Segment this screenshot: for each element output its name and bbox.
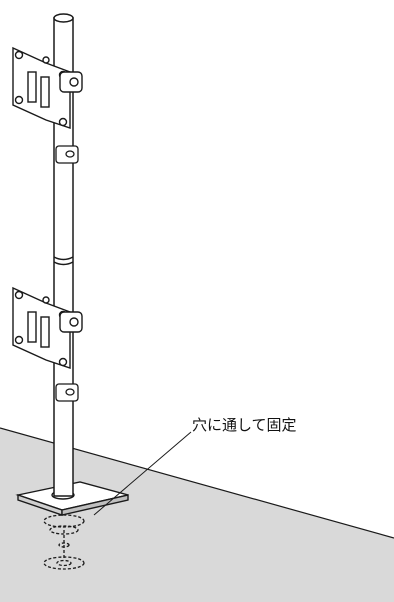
pole-clamp-icon [55, 145, 79, 164]
caption-leader-line [93, 431, 192, 516]
caption-text: 穴に通して固定 [192, 416, 297, 434]
through-desk-bolt-icon [43, 514, 85, 570]
monitor-mount-plate-icon [12, 286, 83, 369]
desk-surface [0, 428, 394, 602]
pole-clamp-icon [55, 383, 79, 402]
monitor-mount-plate-icon [12, 46, 83, 129]
pole [53, 13, 74, 497]
